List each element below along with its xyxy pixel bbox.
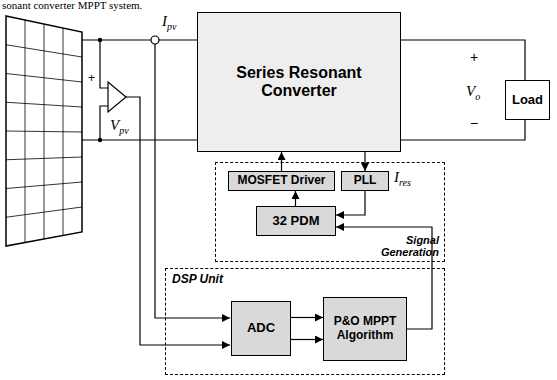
panel-grid-line bbox=[6, 131, 82, 132]
box-label: Load bbox=[509, 93, 546, 108]
panel-grid-line bbox=[6, 45, 82, 57]
signal-arrow bbox=[336, 191, 365, 215]
pll-box: PLL bbox=[341, 171, 389, 191]
load-box: Load bbox=[505, 80, 550, 120]
box-label: Series Resonant Converter bbox=[198, 64, 400, 101]
driver-box: MOSFET Driver bbox=[228, 171, 335, 191]
polarity-sign: + bbox=[470, 50, 478, 64]
panel-grid-line bbox=[6, 207, 82, 217]
output-positive-wire bbox=[395, 40, 525, 80]
current-sensor bbox=[151, 36, 159, 44]
junction-dot bbox=[98, 38, 102, 42]
group-heading: Signal Generation bbox=[375, 234, 439, 258]
panel-grid-line bbox=[6, 182, 82, 189]
box-label: MOSFET Driver bbox=[234, 174, 328, 188]
panel-grid-line bbox=[6, 157, 82, 160]
box-label: P&O MPPT Algorithm bbox=[324, 315, 406, 343]
mppt-algorithm-box: P&O MPPT Algorithm bbox=[323, 297, 407, 361]
box-label: PLL bbox=[351, 174, 380, 188]
caption-fragment: sonant converter MPPT system. bbox=[2, 0, 142, 11]
box-label: ADC bbox=[244, 321, 278, 336]
current-label: Ipv bbox=[162, 14, 176, 32]
dsp-unit-group: DSP UnitADC P&O MPPT Algorithm bbox=[165, 268, 445, 375]
panel-grid-line bbox=[6, 74, 82, 83]
converter-box: Series Resonant Converter bbox=[197, 12, 401, 152]
signal-arrow bbox=[291, 339, 323, 340]
box-label: 32 PDM bbox=[270, 214, 323, 229]
vpv-plus-wire bbox=[100, 40, 108, 88]
group-heading: DSP Unit bbox=[172, 273, 223, 286]
polarity-sign: + bbox=[88, 72, 95, 84]
adc-box: ADC bbox=[231, 301, 291, 356]
signal-label: Ires bbox=[393, 170, 412, 188]
solar-panel bbox=[6, 16, 82, 246]
voltage-label: Vpv bbox=[110, 118, 129, 136]
vpv-minus-wire bbox=[100, 106, 108, 140]
voltage-label: Vo bbox=[466, 84, 480, 102]
signal-arrow bbox=[291, 317, 323, 318]
polarity-sign: − bbox=[470, 116, 478, 130]
output-negative-wire bbox=[395, 120, 525, 140]
signal-arrow bbox=[295, 191, 296, 206]
panel-grid-line bbox=[6, 102, 82, 107]
voltage-sensor-amp bbox=[108, 82, 126, 112]
junction-dot bbox=[98, 138, 102, 142]
pdm-box: 32 PDM bbox=[256, 206, 336, 236]
